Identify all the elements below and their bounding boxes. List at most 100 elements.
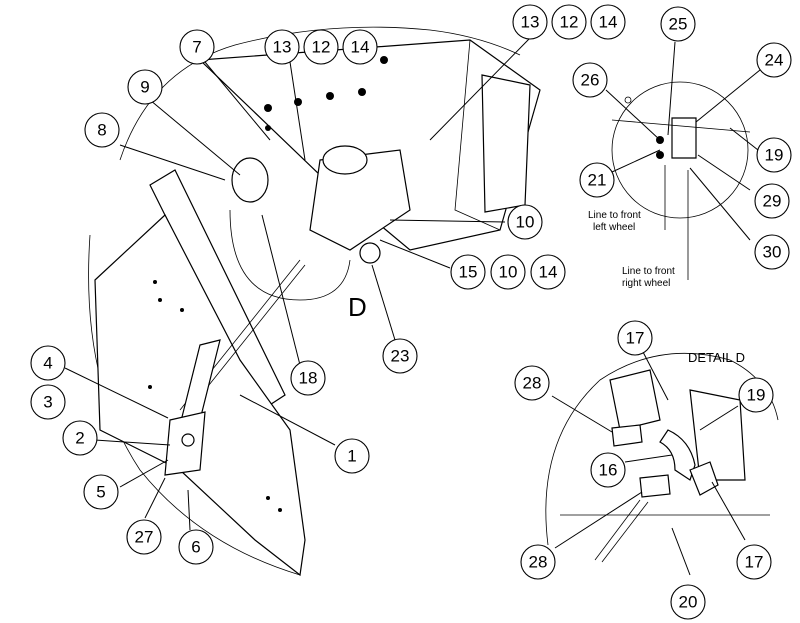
svg-text:1: 1 [347, 447, 356, 466]
svg-text:20: 20 [679, 593, 698, 612]
callout-29: 29 [754, 183, 790, 219]
frame-box-edge [454, 39, 501, 231]
callout-12-top-right: 12 [551, 4, 587, 40]
reservoir-cap [322, 145, 368, 175]
callout-24: 24 [756, 42, 792, 78]
callout-13-top-right: 13 [512, 4, 548, 40]
callout-20: 20 [670, 584, 706, 620]
callout-9: 9 [127, 69, 163, 105]
svg-text:24: 24 [765, 51, 784, 70]
svg-text:27: 27 [135, 528, 154, 547]
proportioning-valve [671, 117, 697, 159]
svg-text:25: 25 [669, 15, 688, 34]
leader-lines [64, 37, 761, 576]
callout-19-inset: 19 [756, 137, 792, 173]
callout-14-top-right: 14 [590, 4, 626, 40]
line-right-label-2: right wheel [622, 278, 670, 289]
svg-text:16: 16 [599, 461, 618, 480]
callout-14-lower: 14 [530, 254, 566, 290]
detail-d-circle [229, 209, 351, 301]
svg-text:6: 6 [191, 538, 200, 557]
master-cylinder-body [309, 149, 411, 251]
bolt-28-upper [611, 424, 643, 447]
svg-text:8: 8 [97, 121, 106, 140]
callout-7: 7 [179, 29, 215, 65]
detail-block [609, 369, 661, 431]
svg-text:14: 14 [599, 13, 618, 32]
fitting-17 [689, 461, 719, 496]
callout-23: 23 [382, 338, 418, 374]
view-d-label: D [348, 292, 367, 322]
plate-holes [148, 280, 282, 512]
svg-text:13: 13 [273, 38, 292, 57]
callout-10-lower: 10 [490, 254, 526, 290]
svg-text:10: 10 [499, 263, 518, 282]
vertical-bracket [481, 74, 531, 213]
callout-12-top: 12 [303, 29, 339, 65]
tee-fitting-16 [659, 429, 696, 481]
callout-27: 27 [126, 519, 162, 555]
callout-17-detail-top: 17 [617, 320, 653, 356]
svg-text:23: 23 [391, 347, 410, 366]
callout-8: 8 [84, 112, 120, 148]
detail-bracket [689, 389, 746, 481]
callout-19-detail: 19 [738, 377, 774, 413]
line-right-label-1: Line to front [622, 266, 675, 277]
callout-28-detail-upper: 28 [514, 365, 550, 401]
svg-text:28: 28 [523, 374, 542, 393]
bolt-28-lower [639, 474, 671, 498]
svg-text:29: 29 [763, 192, 782, 211]
svg-text:9: 9 [140, 78, 149, 97]
svg-text:17: 17 [626, 329, 645, 348]
valve-inset-view [611, 81, 751, 280]
line-left-label-1: Line to front [588, 210, 641, 221]
callout-2: 2 [62, 420, 98, 456]
callout-30: 30 [754, 234, 790, 270]
svg-text:14: 14 [539, 263, 558, 282]
svg-text:26: 26 [581, 71, 600, 90]
svg-text:4: 4 [43, 354, 52, 373]
svg-text:15: 15 [459, 263, 478, 282]
callout-17-detail-bottom: 17 [736, 544, 772, 580]
callout-5: 5 [83, 474, 119, 510]
callout-25: 25 [660, 6, 696, 42]
fitting-23 [359, 242, 381, 264]
line-left-label-2: left wheel [593, 222, 635, 233]
svg-text:3: 3 [43, 393, 52, 412]
svg-text:10: 10 [516, 213, 535, 232]
callout-4: 4 [30, 345, 66, 381]
callout-28-detail-lower: 28 [520, 544, 556, 580]
callout-21: 21 [579, 162, 615, 198]
callout-15: 15 [450, 254, 486, 290]
svg-text:19: 19 [765, 146, 784, 165]
callout-10-right: 10 [507, 204, 543, 240]
detail-d-title: DETAIL D [688, 350, 745, 365]
callout-6: 6 [178, 529, 214, 565]
callout-26: 26 [572, 62, 608, 98]
callout-14-top: 14 [342, 29, 378, 65]
detail-d-view [545, 352, 779, 563]
brake-line [594, 499, 641, 561]
svg-text:17: 17 [745, 553, 764, 572]
svg-text:7: 7 [192, 38, 201, 57]
svg-text:13: 13 [521, 13, 540, 32]
valve-inset-circle [611, 81, 749, 219]
svg-text:5: 5 [96, 483, 105, 502]
svg-text:2: 2 [75, 429, 84, 448]
callout-3: 3 [30, 384, 66, 420]
svg-text:12: 12 [560, 13, 579, 32]
boot-flange [231, 157, 269, 203]
callout-18: 18 [290, 360, 326, 396]
svg-text:28: 28 [529, 553, 548, 572]
svg-text:12: 12 [312, 38, 331, 57]
svg-text:30: 30 [763, 243, 782, 262]
callout-13-top: 13 [264, 29, 300, 65]
callout-16: 16 [590, 452, 626, 488]
svg-text:14: 14 [351, 38, 370, 57]
svg-text:18: 18 [299, 369, 318, 388]
svg-text:19: 19 [747, 386, 766, 405]
callout-1: 1 [334, 438, 370, 474]
main-assembly-view [88, 26, 541, 577]
